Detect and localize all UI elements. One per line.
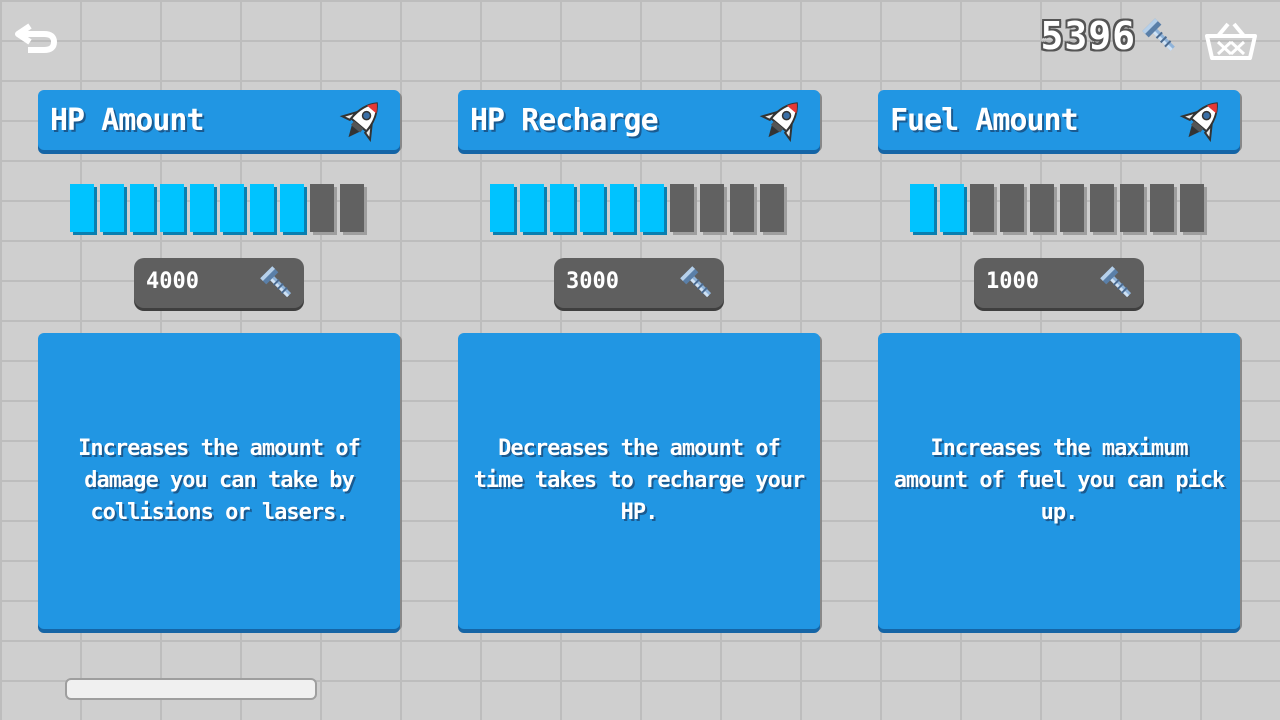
price-label: 4000 — [146, 269, 199, 294]
level-segment-filled — [610, 184, 634, 232]
level-segment-empty — [730, 184, 754, 232]
description-text: Decreases the amount of time takes to re… — [473, 436, 806, 525]
card-title: Fuel Amount — [890, 103, 1079, 138]
price-label: 1000 — [986, 269, 1039, 294]
card-header: HP Recharge — [458, 90, 820, 150]
level-segment-filled — [130, 184, 154, 232]
level-bar — [490, 184, 784, 232]
level-segment-filled — [250, 184, 274, 232]
level-segment-filled — [940, 184, 964, 232]
level-segment-empty — [760, 184, 784, 232]
rocket-icon — [1179, 102, 1218, 143]
buy-button[interactable]: 3000 — [554, 258, 724, 308]
description-box: Increases the amount of damage you can t… — [38, 333, 400, 629]
bolt-icon — [1142, 18, 1175, 51]
buy-button[interactable]: 1000 — [974, 258, 1144, 308]
description-box: Decreases the amount of time takes to re… — [458, 333, 820, 629]
level-segment-filled — [490, 184, 514, 232]
level-segment-filled — [220, 184, 244, 232]
level-segment-empty — [1180, 184, 1204, 232]
card-title: HP Recharge — [470, 103, 659, 138]
level-segment-filled — [280, 184, 304, 232]
currency-amount: 5396 — [1040, 14, 1136, 58]
level-segment-empty — [1120, 184, 1144, 232]
bolt-icon — [680, 266, 712, 298]
horizontal-scrollbar[interactable] — [65, 678, 317, 700]
level-segment-filled — [70, 184, 94, 232]
back-button[interactable] — [14, 20, 60, 56]
level-bar — [910, 184, 1204, 232]
upgrade-card-hp-recharge: HP Recharge 3000 — [458, 90, 820, 629]
bolt-icon — [1100, 266, 1132, 298]
level-segment-filled — [580, 184, 604, 232]
rocket-icon — [339, 102, 378, 143]
level-segment-empty — [1090, 184, 1114, 232]
description-text: Increases the amount of damage you can t… — [78, 436, 361, 525]
level-segment-empty — [670, 184, 694, 232]
level-segment-empty — [340, 184, 364, 232]
upgrade-card-hp-amount: HP Amount 4000 — [38, 90, 400, 629]
description-box: Increases the maximum amount of fuel you… — [878, 333, 1240, 629]
level-segment-empty — [700, 184, 724, 232]
level-segment-empty — [310, 184, 334, 232]
rocket-icon — [759, 102, 798, 143]
level-segment-filled — [520, 184, 544, 232]
shop-button[interactable] — [1204, 18, 1258, 62]
level-segment-filled — [190, 184, 214, 232]
level-segment-empty — [1150, 184, 1174, 232]
description-text: Increases the maximum amount of fuel you… — [893, 436, 1226, 525]
back-arrow-icon — [15, 23, 57, 53]
price-label: 3000 — [566, 269, 619, 294]
level-segment-filled — [100, 184, 124, 232]
card-header: Fuel Amount — [878, 90, 1240, 150]
level-segment-empty — [1060, 184, 1084, 232]
upgrade-card-fuel-amount: Fuel Amount 1000 — [878, 90, 1240, 629]
level-segment-empty — [970, 184, 994, 232]
card-header: HP Amount — [38, 90, 400, 150]
level-segment-filled — [640, 184, 664, 232]
level-segment-filled — [910, 184, 934, 232]
bolt-icon — [260, 266, 292, 298]
buy-button[interactable]: 4000 — [134, 258, 304, 308]
level-bar — [70, 184, 364, 232]
currency-display: 5396 — [1040, 14, 1180, 58]
level-segment-empty — [1000, 184, 1024, 232]
basket-icon — [1205, 22, 1257, 60]
level-segment-filled — [550, 184, 574, 232]
card-title: HP Amount — [50, 103, 205, 138]
level-segment-filled — [160, 184, 184, 232]
level-segment-empty — [1030, 184, 1054, 232]
